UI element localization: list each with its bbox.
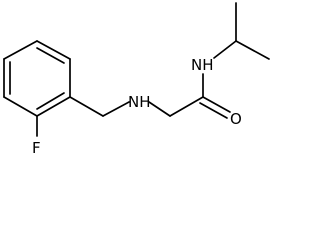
- ring-bond: [3, 40, 38, 60]
- ring-bond: [36, 40, 71, 60]
- amine-nh-label: NH: [128, 93, 151, 111]
- molecule-structure-diagram: F NH NH O: [3, 2, 270, 157]
- ring-double-bond: [36, 47, 65, 64]
- ring-bond: [3, 96, 38, 117]
- ring-to-ch2-bond: [69, 96, 104, 117]
- ch2-to-carbonyl-bond: [169, 96, 204, 117]
- nh-to-ch2-bond: [148, 101, 171, 117]
- ring-double-bond: [36, 92, 65, 110]
- fluorine-atom-label: F: [32, 139, 41, 157]
- amide-nh-label: NH: [191, 56, 214, 74]
- oxygen-atom-label: O: [230, 110, 242, 128]
- chain-bonds: [69, 2, 270, 119]
- carbonyl-double-bond-a: [202, 96, 231, 113]
- carbonyl-double-bond-b: [199, 102, 228, 119]
- benzene-ring: [3, 40, 71, 117]
- isopropyl-methyl-bond-right: [235, 40, 270, 60]
- fluorine-substituent: F: [32, 115, 41, 157]
- ch2-to-nh-bond: [102, 101, 130, 117]
- nh-to-isopropyl-bond: [213, 40, 237, 59]
- ring-bond: [36, 96, 71, 117]
